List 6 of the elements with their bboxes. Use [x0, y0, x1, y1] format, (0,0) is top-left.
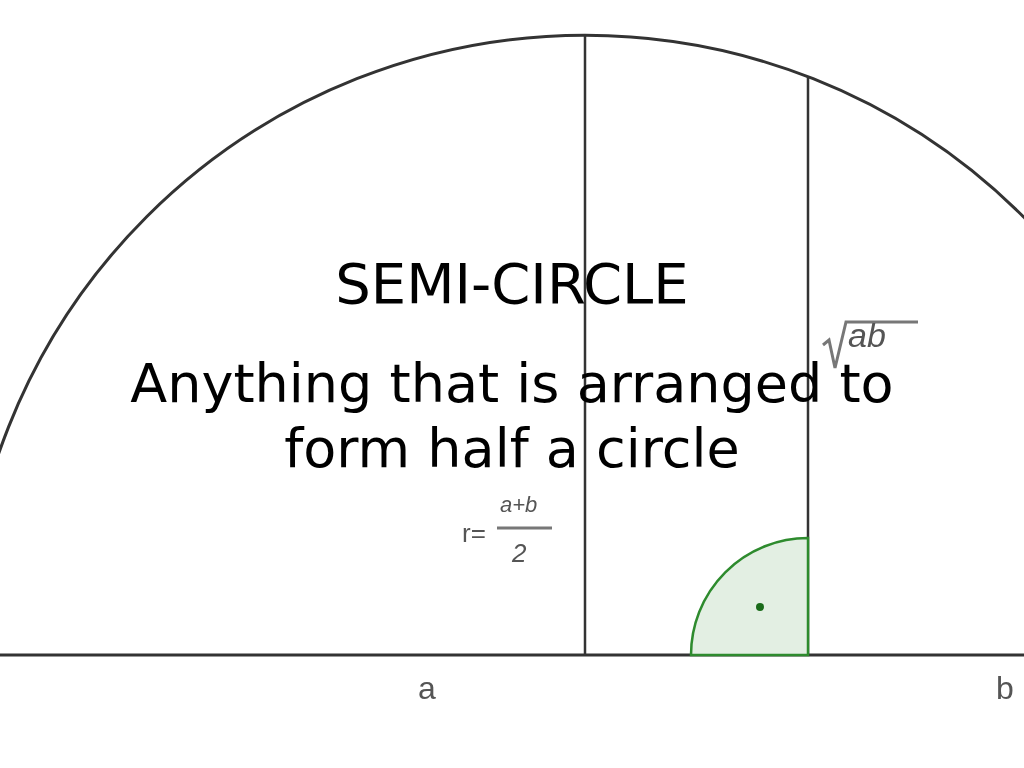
formula-label: r=: [462, 520, 486, 546]
formula-label: b: [996, 672, 1014, 704]
formula-label: 2: [512, 540, 527, 566]
formula-label: a+b: [500, 494, 538, 516]
formula-label: a: [418, 672, 436, 704]
formula-label: ab: [848, 318, 886, 352]
